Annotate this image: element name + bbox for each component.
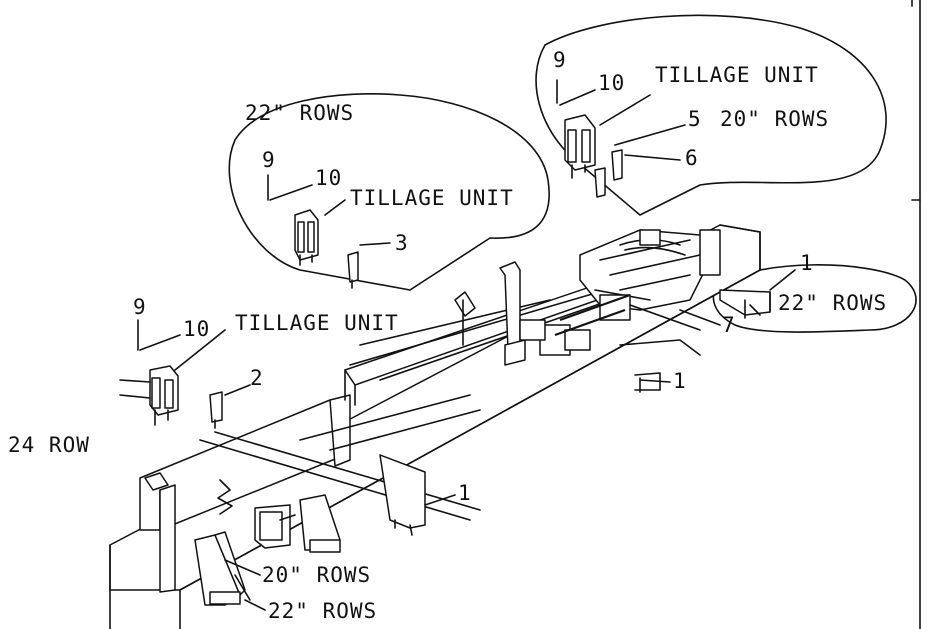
label-mid-9: 9 (262, 148, 276, 172)
left-tillage-unit (119, 365, 223, 429)
label-top-6: 6 (685, 146, 699, 170)
right-row-bracket (719, 289, 771, 319)
label-mid-3: 3 (395, 231, 409, 255)
callout-balloon-right-22in (712, 264, 917, 333)
label-mid-22in-rows: 22" ROWS (245, 101, 354, 125)
callout-balloon-20in (535, 14, 887, 216)
mid-tillage-unit (294, 209, 359, 289)
label-top-20in-rows: 20" ROWS (720, 107, 829, 131)
lower-bracket (619, 339, 701, 393)
label-top-10: 10 (598, 71, 625, 95)
callout-balloon-22in (228, 93, 550, 291)
label-bottom-22in-rows: 22" ROWS (268, 599, 377, 623)
label-right-22in-rows: 22" ROWS (778, 291, 887, 315)
label-left-9: 9 (133, 295, 147, 319)
label-right-1: 1 (800, 251, 814, 275)
label-24-row: 24 ROW (8, 433, 90, 457)
leader-lines (137, 79, 796, 611)
label-top-9: 9 (553, 48, 567, 72)
front-row-unit-20in (299, 494, 341, 553)
label-left-2: 2 (250, 366, 264, 390)
label-bottom-20in-rows: 20" ROWS (262, 563, 371, 587)
top-tillage-unit (564, 114, 623, 198)
label-right-1b: 1 (673, 369, 687, 393)
front-row-bracket (379, 454, 426, 536)
label-left-10: 10 (183, 317, 210, 341)
label-left-tillage-unit: TILLAGE UNIT (235, 311, 399, 335)
spring-detail (217, 479, 233, 515)
label-mid-10: 10 (315, 166, 342, 190)
center-drive-assembly (519, 229, 721, 356)
front-center-bracket (254, 504, 296, 549)
label-mid-tillage-unit: TILLAGE UNIT (350, 186, 514, 210)
label-top-tillage-unit: TILLAGE UNIT (655, 63, 819, 87)
label-top-5: 5 (688, 107, 702, 131)
label-right-7: 7 (722, 313, 736, 337)
frame-posts (454, 261, 526, 366)
label-front-1: 1 (458, 481, 472, 505)
